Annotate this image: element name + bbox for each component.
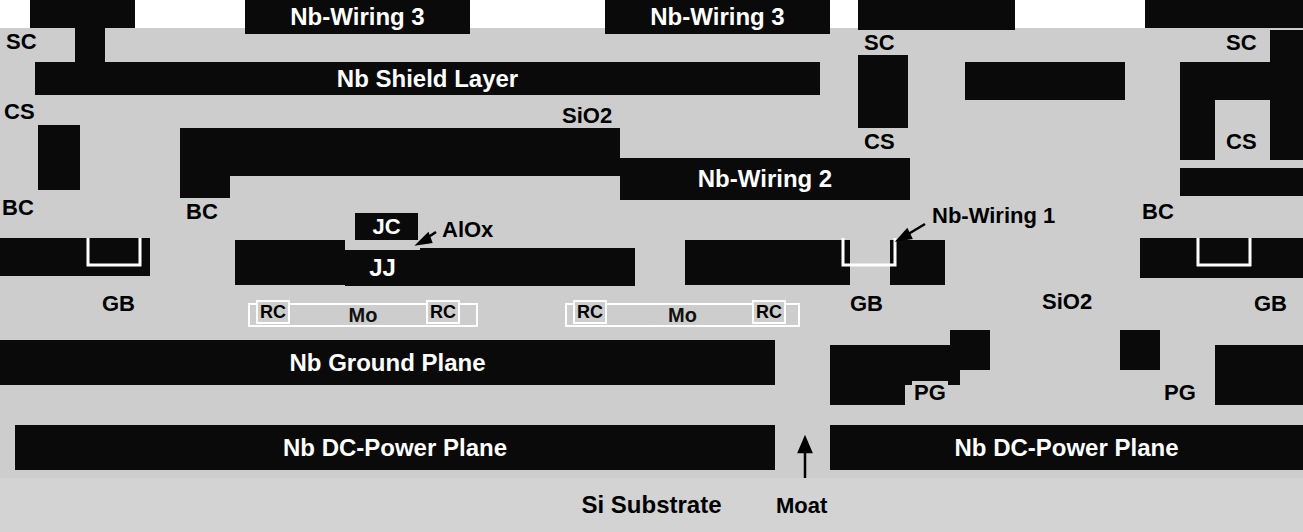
layer-name: Mo: [349, 305, 378, 325]
layer-label: AlOx: [440, 218, 495, 242]
layer-label: BC: [1140, 200, 1176, 224]
layer-name: Si Substrate: [581, 493, 721, 517]
layer-label: SiO2: [560, 104, 614, 128]
layer-name: JJ: [369, 256, 396, 280]
layer-label: SiO2: [1040, 290, 1094, 314]
niobium-layers: [0, 0, 1303, 470]
layer-box: Nb-Wiring 3: [605, 0, 830, 34]
layer-name: Nb Shield Layer: [337, 67, 518, 91]
layer-name: Nb-Wiring 3: [650, 5, 784, 29]
layer-box: JC: [355, 213, 418, 240]
layer-label: CS: [862, 130, 897, 154]
layer-name: Nb-Wiring 2: [698, 167, 832, 191]
layer-box: Nb DC-Power Plane: [15, 425, 775, 470]
layer-label: PG: [912, 381, 948, 405]
layer-name: Nb-Wiring 3: [290, 5, 424, 29]
layer-box: Si Substrate: [0, 478, 1303, 532]
contact-outlines: [88, 238, 1250, 265]
layer-box: Nb Ground Plane: [0, 340, 775, 385]
layer-label: Nb-Wiring 1: [930, 204, 1057, 228]
layer-label: BC: [184, 200, 220, 224]
layer-label: CS: [1224, 130, 1259, 154]
layer-label: SC: [862, 31, 897, 55]
layer-label: SC: [4, 30, 39, 54]
substrate-ground: [0, 478, 1303, 532]
layer-label: PG: [1162, 381, 1198, 405]
layer-box: JJ: [345, 250, 420, 286]
layer-name: JC: [372, 216, 400, 238]
layer-box: Nb-Wiring 3: [245, 0, 470, 34]
layer-label: RC: [426, 300, 460, 324]
layer-label: CS: [2, 100, 37, 124]
layer-name: Mo: [668, 305, 697, 325]
layer-box: Nb Shield Layer: [35, 62, 820, 95]
layer-box: Nb-Wiring 2: [620, 158, 910, 200]
layer-label: BC: [0, 196, 36, 220]
layer-name: Nb Ground Plane: [289, 351, 485, 375]
layer-label: GB: [848, 292, 885, 316]
layer-label: Moat: [774, 494, 829, 518]
layer-label: RC: [256, 300, 290, 324]
layer-box: Nb DC-Power Plane: [830, 425, 1303, 470]
layer-label: GB: [100, 292, 137, 316]
layer-label: RC: [573, 300, 607, 324]
layer-label: RC: [752, 300, 786, 324]
layer-label: SC: [1224, 31, 1259, 55]
layer-name: Nb DC-Power Plane: [283, 436, 507, 460]
layer-label: GB: [1252, 292, 1289, 316]
oxide-ground: [0, 28, 1303, 478]
layer-name: Nb DC-Power Plane: [954, 436, 1178, 460]
